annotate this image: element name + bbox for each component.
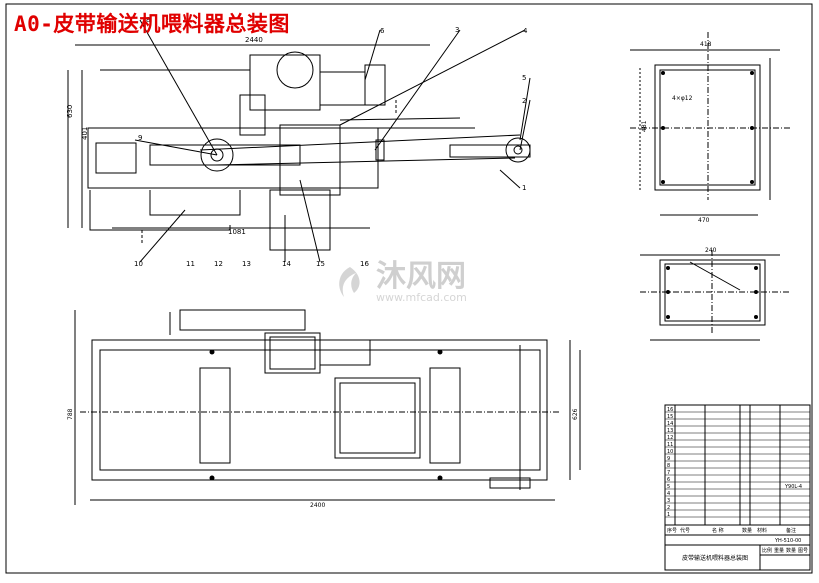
sheet-border — [5, 3, 813, 574]
dim-side-width: 418 — [700, 41, 712, 48]
dim-height-b: 401 — [81, 127, 89, 140]
balloon-12: 12 — [214, 260, 223, 268]
dim-top-width: 2440 — [245, 36, 263, 44]
tb-row-5: 5 — [667, 484, 670, 490]
tb-row-2: 2 — [667, 505, 670, 511]
dim-bottom-len: 1081 — [228, 228, 246, 236]
tb-header-remark: 备注 — [786, 527, 796, 534]
tb-row-9: 9 — [667, 456, 670, 462]
plan-view — [74, 309, 581, 505]
tb-weight: 重量 — [774, 547, 784, 554]
tb-row-3: 3 — [667, 498, 670, 504]
drawing-title: A0-皮带输送机喂料器总装图 — [14, 12, 290, 36]
balloon-8: 8 — [146, 16, 150, 24]
dim-flange-width: 240 — [705, 247, 717, 254]
tb-row-6: 6 — [667, 477, 670, 483]
watermark-brand: 沐风网 — [376, 259, 466, 294]
watermark-url: www.mfcad.com — [376, 291, 467, 304]
balloon-5: 5 — [522, 74, 526, 82]
balloon-14: 14 — [282, 260, 291, 268]
balloon-15: 15 — [316, 260, 325, 268]
watermark: 沐风网 www.mfcad.com — [330, 262, 467, 303]
dim-plan-length: 2400 — [310, 502, 325, 509]
tb-row-14: 14 — [667, 421, 673, 427]
tb-row-10: 10 — [667, 449, 673, 455]
balloon-10: 10 — [134, 260, 143, 268]
balloon-16: 16 — [360, 260, 369, 268]
tb-row-12: 12 — [667, 435, 673, 441]
label-bolt-holes: 4×φ12 — [672, 95, 693, 102]
dim-plan-height-right: 626 — [572, 408, 579, 420]
balloon-1: 1 — [522, 184, 526, 192]
tb-header-name: 名 称 — [712, 527, 724, 534]
tb-row-1: 1 — [667, 512, 670, 518]
side-view — [630, 32, 790, 216]
title-block — [664, 404, 811, 571]
tb-row-15: 15 — [667, 414, 673, 420]
tb-row-4: 4 — [667, 491, 670, 497]
tb-header-index: 序号 — [667, 527, 677, 534]
tb-sheet: 图号 — [798, 548, 808, 554]
tb-row-8: 8 — [667, 463, 670, 469]
tb-row-16: 16 — [667, 407, 673, 413]
dim-plan-height-left: 788 — [67, 408, 74, 420]
dim-height-a: 630 — [66, 105, 74, 118]
tb-quantity: 数量 — [786, 547, 796, 554]
balloon-2: 2 — [522, 97, 526, 105]
tb-motor-note: Y90L-4 — [784, 484, 802, 490]
tb-row-7: 7 — [667, 470, 670, 476]
tb-header-code: 代号 — [680, 527, 690, 534]
balloon-11: 11 — [186, 260, 195, 268]
tb-header-material: 材料 — [757, 527, 767, 534]
balloon-9: 9 — [138, 134, 142, 142]
watermark-logo-icon — [339, 266, 360, 297]
tb-row-13: 13 — [667, 428, 673, 434]
tb-drawing-no: YH-510-00 — [774, 538, 801, 544]
tb-header-qty: 数量 — [742, 527, 752, 534]
tb-drawing-name: 皮带输送机喂料器总装图 — [682, 554, 748, 562]
tb-scale: 比例 — [762, 547, 772, 554]
front-view — [67, 19, 531, 263]
balloon-13: 13 — [242, 260, 251, 268]
tb-row-11: 11 — [667, 442, 673, 448]
dim-side-height: 481 — [641, 120, 648, 132]
balloon-4: 4 — [523, 27, 528, 35]
balloon-6: 6 — [380, 27, 385, 35]
dim-side-bottom: 470 — [698, 217, 710, 224]
balloon-3: 3 — [455, 26, 459, 34]
flange-view — [640, 250, 790, 341]
